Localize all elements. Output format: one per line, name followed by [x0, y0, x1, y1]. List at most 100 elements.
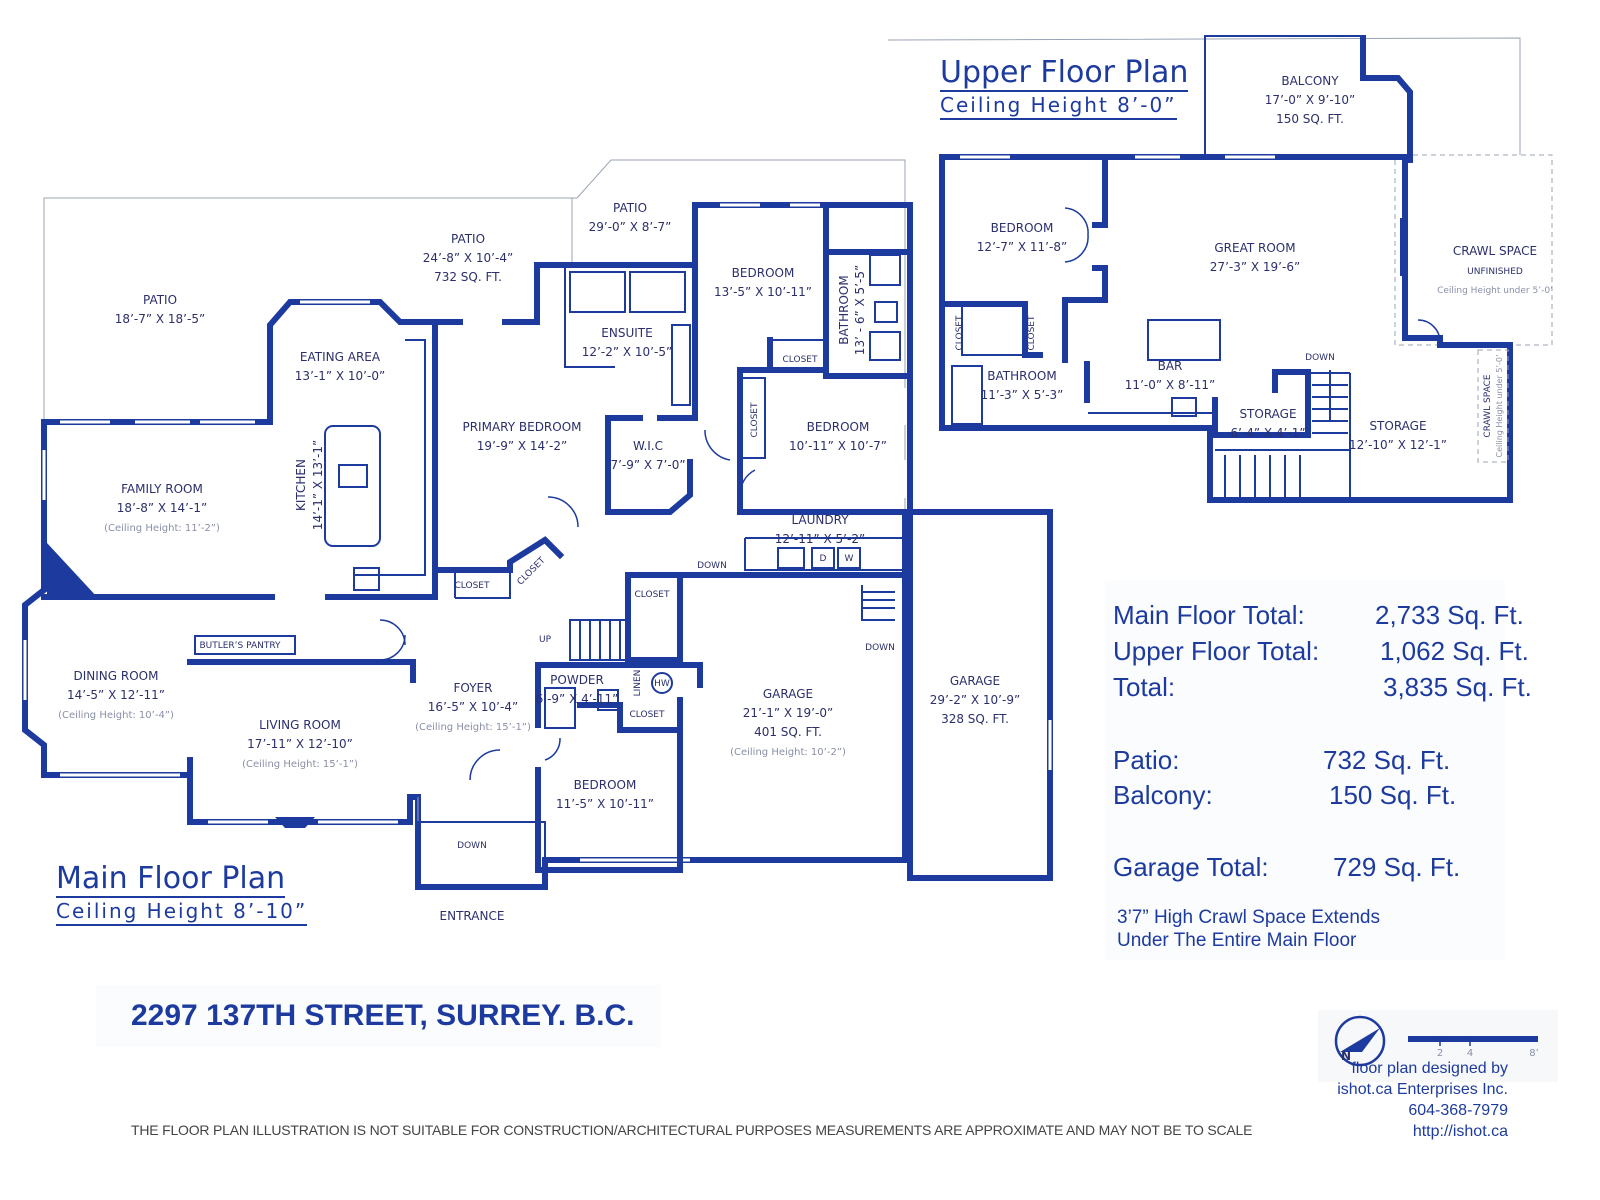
main-room-3-dims: 13’-1” X 10’-0” [295, 369, 385, 383]
up-label: UP [539, 635, 552, 645]
main-room-11-note: (Ceiling Height: 10’-4”) [58, 710, 174, 721]
bathroom-label-main: BATHROOM [837, 275, 851, 344]
closet-label-upper-1: CLOSET [955, 315, 965, 350]
main-room-15-name: GARAGE [763, 687, 813, 701]
small-labels: CLOSET CLOSET DOWN CRAWL SPACE Ceiling H… [199, 265, 1504, 923]
main-room-5-dims: 12’-2” X 10’-5” [582, 345, 672, 359]
property-address: 2297 137TH STREET, SURREY. B.C. [131, 999, 635, 1032]
down-label-entrance: DOWN [457, 841, 487, 851]
upper-room-4-dims: 11’-3” X 5’-3” [981, 388, 1064, 402]
down-label-upper: DOWN [1305, 353, 1335, 363]
main-room-15-dims: 21’-1” X 19’-0” [743, 706, 833, 720]
upper-room-6-dims: 6’-4” X 4’-1” [1230, 426, 1305, 440]
kitchen-dims: 14’-1” X 13’-1” [311, 440, 325, 530]
upper-room-2-name: GREAT ROOM [1214, 241, 1295, 255]
main-room-7-dims: 7’-9” X 7’-0” [610, 458, 685, 472]
main-room-16-dims: 29’-2” X 10’-9” [930, 693, 1020, 707]
linen-label: LINEN [633, 670, 643, 697]
main-room-0-name: PATIO [613, 201, 647, 215]
crawl-space-small-note: Ceiling Height under 5’-0’ [1495, 355, 1504, 458]
main-room-0-dims: 29’-0” X 8’-7” [589, 220, 672, 234]
main-room-13-dims: 17’-11” X 12’-10” [247, 737, 353, 751]
upper-room-1-dims: 12’-7” X 11’-8” [977, 240, 1067, 254]
closet-label-stairs: CLOSET [635, 590, 670, 600]
main-room-12-name: FOYER [454, 681, 493, 695]
area-totals-panel: Main Floor Total: 2,733 Sq. Ft. Upper Fl… [1105, 580, 1532, 960]
main-room-1-dims: 24’-8” X 10’-4” [423, 251, 513, 265]
main-room-16-name: GARAGE [950, 674, 1000, 688]
designer-credits: floor plan designed by ishot.ca Enterpri… [1337, 1058, 1508, 1142]
main-room-3-name: EATING AREA [300, 350, 381, 364]
garage-total-label: Garage Total: [1113, 852, 1269, 882]
closet-label-diag: CLOSET [516, 555, 548, 587]
main-room-12-note: (Ceiling Height: 15’-1”) [415, 722, 531, 733]
main-room-10-name: LAUNDRY [791, 513, 849, 527]
closet-label-upper-2: CLOSET [1027, 315, 1037, 350]
main-room-2-dims: 18’-7” X 18’-5” [115, 312, 205, 326]
upper-room-5-dims: 11’-0” X 8’-11” [1125, 378, 1215, 392]
main-room-9-dims: 18’-8” X 14’-1” [117, 501, 207, 515]
main-room-8-name: BEDROOM [807, 420, 870, 434]
hw-label: HW [654, 679, 670, 689]
main-room-14-dims: 6’-9” X 4’-11” [536, 692, 619, 706]
upper-room-6-name: STORAGE [1239, 407, 1296, 421]
scale-tick-2: 2 [1437, 1048, 1443, 1059]
upper-floor-title: Upper Floor Plan [940, 55, 1189, 92]
balcony-total-label: Balcony: [1113, 780, 1213, 810]
main-room-10-dims: 12’-11” X 5’-2” [775, 532, 865, 546]
upper-room-7-name: STORAGE [1369, 419, 1426, 433]
upper-room-3-note: Ceiling Height under 5’-0’ [1437, 286, 1553, 296]
scale-tick-8: 8’ [1529, 1048, 1539, 1059]
main-floor-plan [22, 159, 1441, 890]
main-room-12-dims: 16’-5” X 10’-4” [428, 700, 518, 714]
crawl-space-small-label: CRAWL SPACE [1483, 374, 1493, 437]
upper-room-0-name: BALCONY [1281, 74, 1339, 88]
main-room-15-note: (Ceiling Height: 10’-2”) [730, 747, 846, 758]
main-floor-total-label: Main Floor Total: [1113, 600, 1305, 630]
compass-and-scale: N 2 4 8’ [1318, 1010, 1558, 1082]
entrance-label: ENTRANCE [440, 909, 505, 923]
upper-room-0-dims: 17’-0” X 9’-10” [1265, 93, 1355, 107]
upper-room-0-area: 150 SQ. FT. [1276, 112, 1344, 126]
main-room-14-name: POWDER [550, 673, 604, 687]
upper-room-1-name: BEDROOM [991, 221, 1054, 235]
main-room-1-area: 732 SQ. FT. [434, 270, 502, 284]
main-room-13-note: (Ceiling Height: 15’-1”) [242, 759, 358, 770]
washer-label: W [845, 554, 854, 564]
upper-floor-title-block: Upper Floor Plan Ceiling Height 8’-0” [940, 55, 1189, 120]
upper-room-3-name: CRAWL SPACE [1453, 244, 1537, 258]
credits-line-1: floor plan designed by [1351, 1060, 1508, 1077]
butlers-pantry-label: BUTLER’S PANTRY [199, 641, 281, 651]
garage-total-value: 729 Sq. Ft. [1333, 852, 1461, 882]
main-room-17-dims: 11’-5” X 10’-11” [556, 797, 654, 811]
upper-room-5-name: BAR [1158, 359, 1183, 373]
main-floor-total-value: 2,733 Sq. Ft. [1375, 600, 1524, 630]
main-room-5-name: ENSUITE [601, 326, 652, 340]
main-room-1-name: PATIO [451, 232, 485, 246]
down-label-garage: DOWN [865, 643, 895, 653]
main-room-2-name: PATIO [143, 293, 177, 307]
main-room-4-dims: 13’-5” X 10’-11” [714, 285, 812, 299]
total-value: 3,835 Sq. Ft. [1383, 672, 1532, 702]
upper-floor-plan [887, 35, 1553, 503]
upper-floor-ceiling: Ceiling Height 8’-0” [940, 92, 1177, 120]
main-room-4-name: BEDROOM [732, 266, 795, 280]
disclaimer-text: THE FLOOR PLAN ILLUSTRATION IS NOT SUITA… [131, 1122, 1253, 1138]
main-floor-title: Main Floor Plan [56, 861, 286, 898]
crawl-space-note-line-2: Under The Entire Main Floor [1117, 930, 1357, 951]
patio-total-label: Patio: [1113, 745, 1180, 775]
upper-floor-total-label: Upper Floor Total: [1113, 636, 1320, 666]
upper-room-7-dims: 12’-10” X 12’-1” [1349, 438, 1447, 452]
upper-room-2-dims: 27’-3” X 19’-6” [1210, 260, 1300, 274]
main-floor-title-block: Main Floor Plan Ceiling Height 8’-10” [56, 861, 308, 926]
balcony-total-value: 150 Sq. Ft. [1329, 780, 1457, 810]
main-room-7-name: W.I.C [633, 439, 663, 453]
upper-floor-total-value: 1,062 Sq. Ft. [1380, 636, 1529, 666]
scale-bar [1408, 1036, 1538, 1042]
compass-arrow-icon [1340, 1028, 1380, 1052]
credits-website-link[interactable]: http://ishot.ca [1412, 1123, 1508, 1140]
main-room-labels: PATIO 29’-0” X 8’-7” PATIO 24’-8” X 10’-4” 7… [58, 201, 1020, 811]
main-floor-ceiling: Ceiling Height 8’-10” [56, 898, 308, 926]
main-room-13-name: LIVING ROOM [259, 718, 341, 732]
